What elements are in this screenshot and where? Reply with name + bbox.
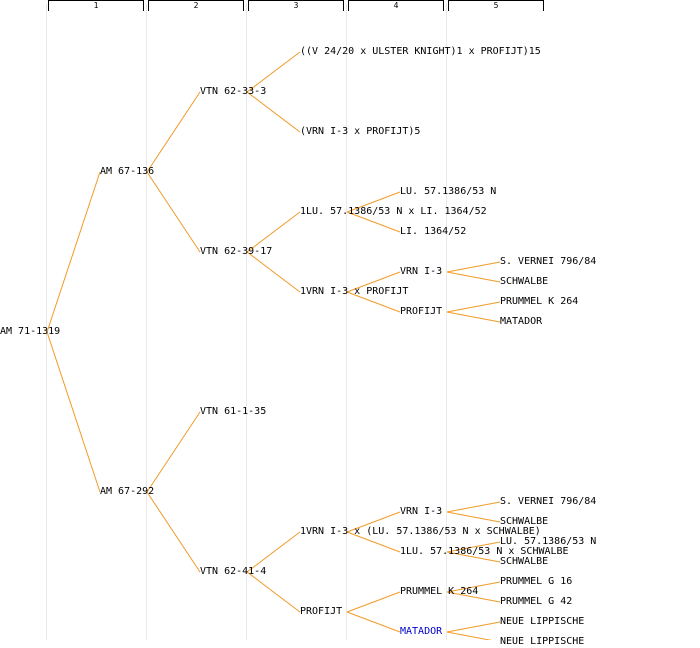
pedigree-node: PROFIJT (300, 606, 343, 617)
pedigree-node: S. VERNEI 796/84 (500, 256, 597, 267)
pedigree-link (46, 331, 101, 493)
pedigree-node: PRUMMEL G 16 (500, 576, 573, 587)
pedigree-node: ((V 24/20 x ULSTER KNIGHT)1 x PROFIJT)15 (300, 46, 541, 57)
pedigree-node: VRN I-3 (400, 506, 443, 517)
pedigree-node: VTN 62-33-3 (200, 86, 267, 97)
pedigree-link (446, 511, 501, 523)
pedigree-link (346, 291, 401, 313)
pedigree-node: MATADOR (400, 626, 443, 637)
generation-header-3: 3 (248, 0, 344, 11)
pedigree-link (146, 491, 201, 573)
generation-header-5: 5 (448, 0, 544, 11)
column-guide (246, 4, 247, 640)
pedigree-node: SCHWALBE (500, 556, 549, 567)
pedigree-node: LU. 57.1386/53 N (500, 536, 597, 547)
pedigree-node: LU. 57.1386/53 N (400, 186, 497, 197)
pedigree-link (146, 91, 201, 173)
pedigree-node: AM 67-136 (100, 166, 155, 177)
pedigree-node: LI. 1364/52 (400, 226, 467, 237)
pedigree-link (446, 541, 501, 553)
pedigree-node: 1VRN I-3 x (LU. 57.1386/53 N x SCHWALBE) (300, 526, 541, 537)
pedigree-node: MATADOR (500, 316, 543, 327)
pedigree-node: SCHWALBE (500, 516, 549, 527)
pedigree-link (446, 551, 501, 563)
pedigree-node: AM 67-292 (100, 486, 155, 497)
pedigree-node: VTN 62-39-17 (200, 246, 273, 257)
pedigree-link (446, 581, 501, 593)
column-guide (46, 4, 47, 640)
pedigree-link (246, 571, 301, 613)
pedigree-node: SCHWALBE (500, 276, 549, 287)
pedigree-link (346, 611, 401, 633)
pedigree-link (346, 511, 401, 533)
generation-header-1: 1 (48, 0, 144, 11)
pedigree-link (146, 171, 201, 253)
pedigree-link (446, 271, 501, 283)
pedigree-node: NEUE LIPPISCHE (500, 636, 585, 647)
pedigree-node: NEUE LIPPISCHE (500, 616, 585, 627)
pedigree-node: S. VERNEI 796/84 (500, 496, 597, 507)
pedigree-node: VTN 62-41-4 (200, 566, 267, 577)
pedigree-node: PRUMMEL K 264 (400, 586, 479, 597)
pedigree-link (346, 531, 401, 553)
pedigree-node: PROFIJT (400, 306, 443, 317)
generation-header-2: 2 (148, 0, 244, 11)
pedigree-link (246, 91, 301, 133)
pedigree-node: (VRN I-3 x PROFIJT)5 (300, 126, 421, 137)
pedigree-node: VTN 61-1-35 (200, 406, 267, 417)
root-node: AM 71-1319 (0, 326, 61, 337)
pedigree-node: 1LU. 57.1386/53 N x SCHWALBE (400, 546, 569, 557)
pedigree-link (246, 251, 301, 293)
pedigree-node: PRUMMEL K 264 (500, 296, 579, 307)
pedigree-link (446, 261, 501, 273)
column-guide (446, 4, 447, 640)
generation-header-4: 4 (348, 0, 444, 11)
pedigree-link (46, 171, 101, 333)
column-guide (346, 4, 347, 640)
pedigree-link (246, 211, 301, 253)
pedigree-link (346, 271, 401, 293)
pedigree-link (346, 591, 401, 613)
pedigree-node: PRUMMEL G 42 (500, 596, 573, 607)
pedigree-node: VRN I-3 (400, 266, 443, 277)
pedigree-link (246, 51, 301, 93)
pedigree-link (446, 501, 501, 513)
pedigree-link (446, 631, 493, 640)
pedigree-link (246, 531, 301, 573)
pedigree-link (346, 191, 401, 213)
pedigree-link (346, 211, 401, 233)
pedigree-link (446, 621, 501, 633)
pedigree-node: 1LU. 57.1386/53 N x LI. 1364/52 (300, 206, 487, 217)
pedigree-link (446, 301, 501, 313)
pedigree-node: 1VRN I-3 x PROFIJT (300, 286, 409, 297)
pedigree-link (446, 311, 501, 323)
pedigree-link (146, 411, 201, 493)
column-guide (146, 4, 147, 640)
pedigree-link (446, 591, 501, 603)
